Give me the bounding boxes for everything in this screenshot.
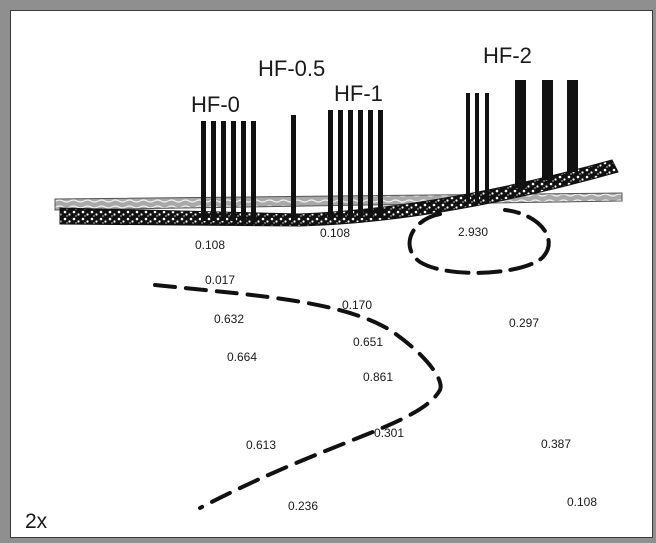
bars-hf-1 — [328, 110, 383, 218]
bars-hf-0-5 — [291, 115, 296, 220]
bar — [567, 80, 578, 172]
value-label: 0.613 — [246, 438, 276, 452]
value-label: 0.301 — [374, 426, 404, 440]
bar — [241, 121, 246, 221]
bar — [211, 121, 216, 221]
value-label: 0.108 — [320, 226, 350, 240]
bar — [368, 110, 373, 218]
dashed-s-curve — [153, 283, 443, 510]
value-label: 0.297 — [509, 316, 539, 330]
value-label: 0.861 — [363, 370, 393, 384]
bar — [475, 93, 479, 201]
bar — [542, 80, 553, 180]
bar — [291, 115, 296, 220]
value-label: 0.664 — [227, 350, 257, 364]
bar — [328, 110, 333, 218]
group-label-hf-0: HF-0 — [191, 92, 240, 117]
bar — [358, 110, 363, 218]
bar — [201, 121, 206, 221]
dashed-ellipse — [407, 208, 551, 275]
bars-hf-0 — [201, 121, 256, 221]
magnification-label: 2x — [25, 510, 48, 533]
value-label: 0.651 — [353, 335, 383, 349]
bar — [485, 93, 489, 201]
bar — [378, 110, 383, 218]
group-label-hf-1: HF-1 — [334, 81, 383, 106]
bar — [515, 80, 526, 188]
bar — [221, 121, 226, 221]
value-label: 0.236 — [288, 499, 318, 513]
group-label-hf-2: HF-2 — [483, 43, 532, 68]
bar — [251, 121, 256, 221]
value-label: 0.170 — [342, 298, 372, 312]
bar — [338, 110, 343, 218]
bar — [466, 93, 470, 201]
value-label: 0.632 — [214, 312, 244, 326]
value-label: 0.387 — [541, 437, 571, 451]
group-label-hf-0-5: HF-0.5 — [258, 56, 325, 81]
value-label: 0.108 — [195, 238, 225, 252]
value-label: 2.930 — [458, 225, 488, 239]
value-label: 0.017 — [205, 273, 235, 287]
value-label: 0.108 — [567, 495, 597, 509]
bar — [348, 110, 353, 218]
bar — [231, 121, 236, 221]
bars-hf-2 — [466, 80, 578, 201]
